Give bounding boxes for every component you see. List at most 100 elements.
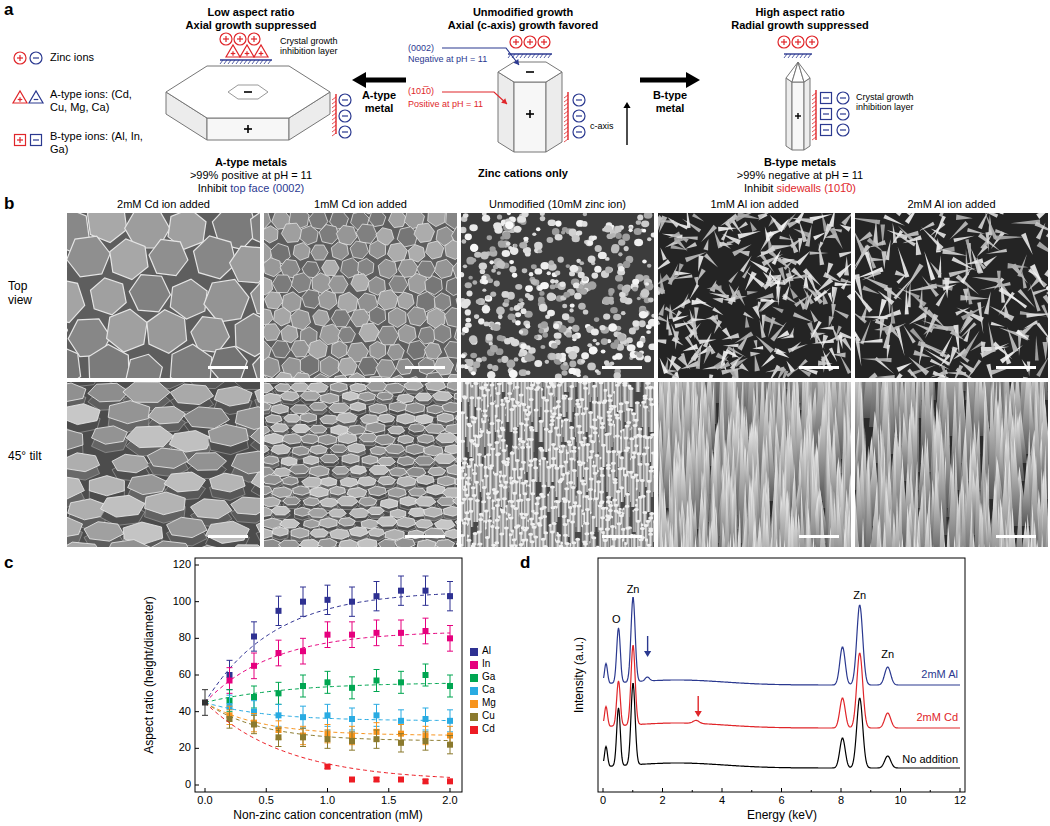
plate-top [367,507,384,515]
nanorod-tip [574,292,582,299]
hexagonal-plate [435,259,454,278]
plate-top [282,477,298,486]
plate-top [417,434,435,443]
nanorod-tip [513,427,518,430]
plate-top [290,405,310,414]
nanorod-tip [558,257,564,263]
plate-top [67,542,103,547]
nanorod-tip [612,405,617,408]
nanorod-tip [572,235,580,243]
nanorod-tip [469,440,474,443]
hexagonal-plate [321,356,339,377]
hexagonal-plate [338,327,355,343]
nanorod-tip [497,435,502,438]
nanorod-tip [553,323,559,329]
nanorod-tip [541,396,546,399]
nanorod-tip [577,359,584,365]
nanorod-tip [478,318,484,324]
nanorod-tip [607,394,612,397]
nanorod-tip [521,308,527,314]
nanorod-tip [519,394,524,397]
hatch-tick [332,97,336,100]
plate-top [425,382,446,391]
nanorod-tip [502,250,510,257]
ion-circle [573,94,585,106]
nanorod-tip [592,235,597,240]
nanorod-tip [556,416,561,419]
hexagonal-plate [328,276,348,293]
nanorod-tip [608,423,613,426]
ion-square [31,135,42,146]
nanorod-tip [506,360,515,369]
nanorod-tip [622,384,627,387]
plate-top [169,431,212,453]
nanorod-tip [515,386,520,389]
nanorod-tip [484,383,489,386]
plate-top [264,383,274,393]
hatch-tick [240,60,243,64]
nanorod-tip [483,414,488,417]
plate-top [67,429,83,451]
nanorod-tip [576,425,581,428]
hexagonal-plate [170,279,207,319]
plate-top [271,424,289,433]
nanorod-tip [520,302,524,306]
nanorod-tip [501,439,506,442]
nanorod-tip [550,419,555,422]
nanorod-tip [529,387,534,390]
nanorod-tip [534,360,542,367]
nanorod-tip [523,409,528,412]
nanorod-tip [485,296,490,300]
plate-top [348,443,366,453]
plate-top [398,435,414,444]
plate-top [231,497,260,515]
ion-circle [837,92,849,104]
scale-bar [208,535,248,538]
hexagonal-plate [293,243,310,261]
plate-top [264,445,269,453]
charge-sign [576,131,582,132]
nanorod-tip [498,312,502,315]
nanorod-tip [529,429,534,432]
plate-top [368,486,386,496]
plate-top [414,456,435,465]
plate-top [206,521,250,543]
plate-top [405,403,425,414]
nanorod-tip [479,430,484,433]
hatch-tick [544,54,547,58]
hexagonal-plate [398,325,416,344]
nanorod-tip [471,371,476,375]
nanorod-tip [532,232,536,236]
plate-top [101,495,145,517]
scale-bar [208,366,248,369]
hexagonal-plate [456,358,458,377]
nanorod-tip [569,265,578,272]
nanorod-tip [595,369,599,373]
nanorod-tip [618,252,622,256]
nanorod-tip [525,354,534,361]
hatch-tick [812,121,816,124]
nanorod-tip [547,292,556,300]
nanorod-tip [558,282,566,290]
plate-top [283,497,301,505]
hexagonal-plate [370,241,386,259]
nanorod-tip [610,307,618,314]
hexagonal-plate [424,343,441,359]
plate-top [256,518,260,536]
charge-sign [823,129,829,130]
nanorod-tip [523,237,528,241]
plate-top [435,540,455,548]
plate-top [368,528,385,536]
charge-sign [239,36,240,42]
hexagonal-plate [264,324,280,341]
nanorod-tip [509,307,513,311]
nanorod-tip [480,251,488,259]
plate-top [264,393,282,403]
nanorod-tip [483,409,488,412]
nanorod-tip [643,406,648,409]
nanorod-tip [538,297,545,303]
hexagonal-plate [253,347,260,378]
hexagonal-plate [312,273,331,294]
nanorod-tip [482,215,490,222]
nanorod-tip [509,260,514,264]
